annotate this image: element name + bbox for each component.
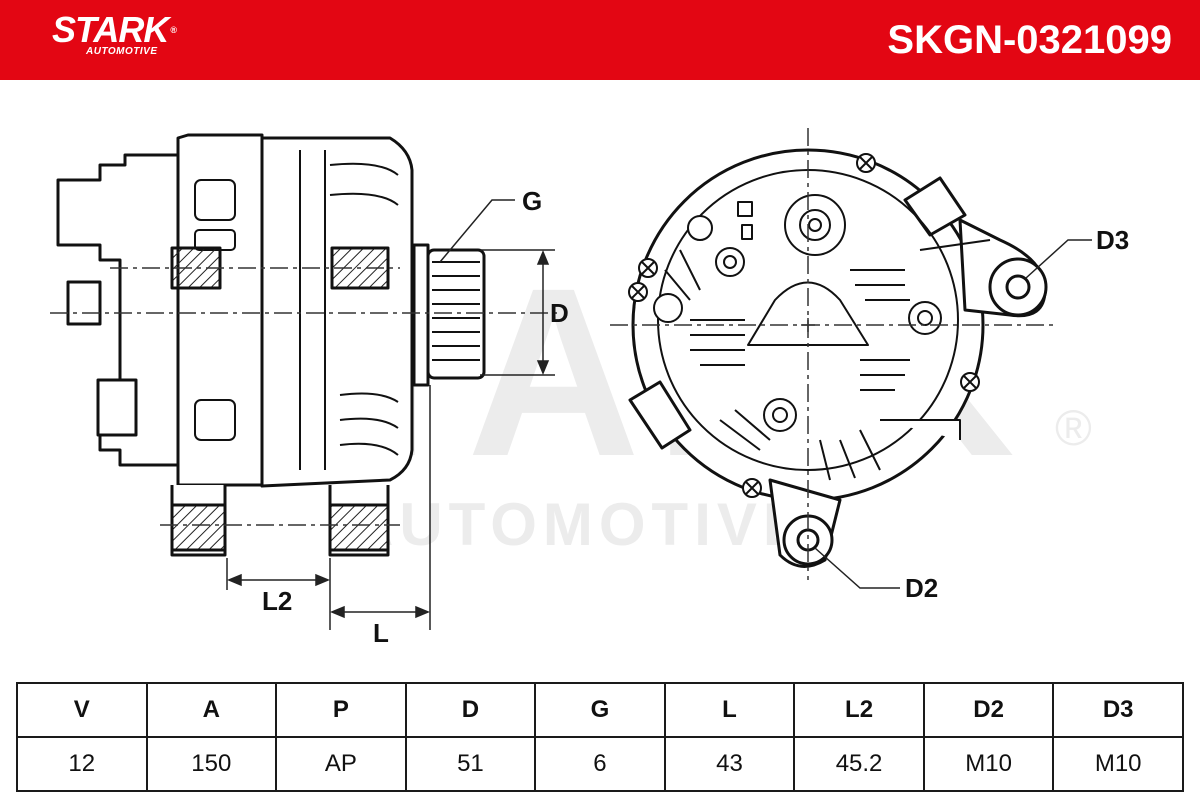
- alternator-side-view: [56, 133, 486, 557]
- spec-value-d2: M10: [922, 736, 1055, 792]
- spec-value-v: 12: [16, 736, 148, 792]
- brand-subtitle: AUTOMOTIVE: [86, 46, 158, 57]
- dimension-d: [480, 249, 555, 376]
- registered-mark: ®: [170, 25, 177, 35]
- dimension-l: [329, 385, 431, 630]
- rear-view-centerlines: [610, 128, 1058, 580]
- label-d: D: [550, 298, 569, 328]
- spec-header-d3: D3: [1052, 682, 1184, 738]
- label-l2: L2: [262, 586, 292, 616]
- spec-header-l2: L2: [793, 682, 925, 738]
- spec-value-g: 6: [534, 736, 666, 792]
- dimension-l2: [226, 558, 331, 590]
- spec-value-d: 51: [404, 736, 537, 792]
- side-view-centerlines: [50, 267, 560, 526]
- spec-header-l: L: [663, 682, 796, 738]
- leader-d2: [814, 547, 900, 589]
- part-number: SKGN-0321099: [887, 18, 1172, 62]
- spec-value-l: 43: [663, 736, 796, 792]
- spec-value-d3: M10: [1052, 736, 1184, 792]
- label-d3: D3: [1096, 225, 1129, 255]
- header-bar: STARK® AUTOMOTIVE SKGN-0321099: [0, 0, 1200, 80]
- spec-table: V A P D G L L2 D2 D3 12 150 AP 51 6 43 4…: [16, 682, 1184, 792]
- spec-value-row: 12 150 AP 51 6 43 45.2 M10 M10: [16, 736, 1184, 792]
- spec-header-a: A: [145, 682, 278, 738]
- spec-value-l2: 45.2: [793, 736, 925, 792]
- leader-g: [439, 199, 515, 263]
- spec-header-row: V A P D G L L2 D2 D3: [16, 682, 1184, 738]
- spec-header-p: P: [275, 682, 407, 738]
- label-l: L: [373, 618, 389, 648]
- spec-header-d2: D2: [922, 682, 1055, 738]
- watermark-sub: AUTOMOTIVE: [350, 491, 809, 558]
- spec-value-p: AP: [275, 736, 407, 792]
- spec-header-v: V: [16, 682, 148, 738]
- spec-header-g: G: [534, 682, 666, 738]
- label-d2: D2: [905, 573, 938, 603]
- label-g: G: [522, 186, 542, 216]
- spec-header-d: D: [404, 682, 537, 738]
- technical-drawing: STARK AUTOMOTIVE ®: [50, 128, 1129, 648]
- watermark-registered: ®: [1055, 400, 1092, 456]
- leader-d3: [1025, 239, 1092, 279]
- brand-logo: STARK® AUTOMOTIVE: [52, 9, 177, 58]
- brand-name: STARK®: [52, 9, 177, 50]
- spec-value-a: 150: [145, 736, 278, 792]
